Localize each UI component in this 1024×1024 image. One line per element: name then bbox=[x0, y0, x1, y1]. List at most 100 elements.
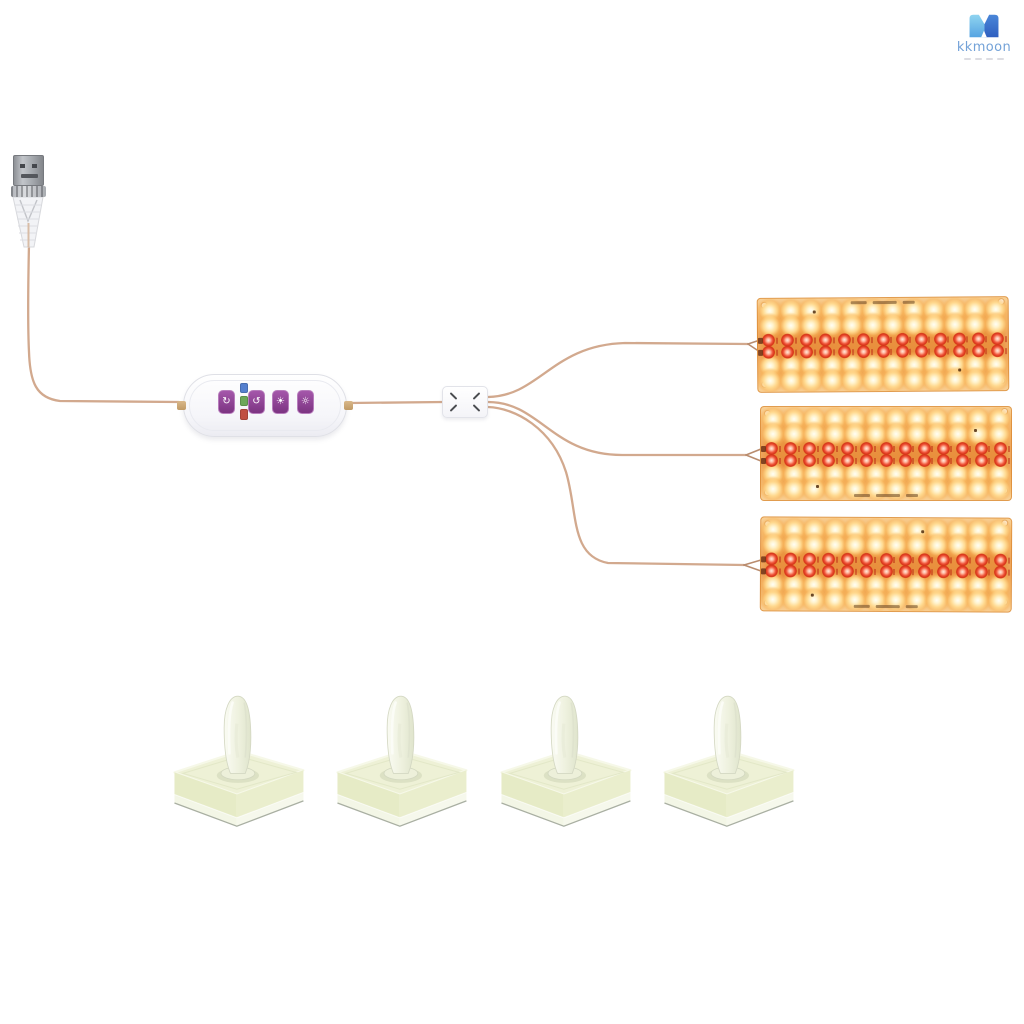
cycle-arrow-icon: ↻ bbox=[222, 396, 231, 407]
silkscreen-mark bbox=[778, 445, 781, 452]
silkscreen-mark bbox=[988, 445, 991, 452]
silkscreen-mark bbox=[912, 556, 915, 563]
red-led-light bbox=[994, 442, 1007, 456]
silkscreen-mark bbox=[816, 457, 819, 464]
silkscreen-mark bbox=[893, 457, 895, 464]
led-panel-3 bbox=[759, 516, 1013, 613]
red-led-light bbox=[765, 442, 778, 456]
silkscreen-mark bbox=[909, 348, 912, 355]
silkscreen-mark bbox=[851, 349, 854, 356]
usb-pin-hole bbox=[32, 164, 37, 168]
red-led-light bbox=[898, 454, 912, 468]
silkscreen-mark bbox=[813, 337, 816, 344]
brand-logo: kkmoon bbox=[950, 12, 1018, 60]
controller-face bbox=[189, 380, 341, 431]
silkscreen-mark bbox=[892, 568, 895, 575]
red-led-light bbox=[879, 565, 893, 579]
silkscreen-mark bbox=[775, 337, 778, 344]
solder-pad bbox=[760, 568, 766, 575]
red-led-light bbox=[917, 553, 931, 567]
led-panel-2 bbox=[760, 406, 1012, 501]
red-led-light bbox=[784, 454, 798, 468]
silkscreen-mark bbox=[870, 349, 873, 356]
red-led-light bbox=[860, 454, 874, 468]
silkscreen-mark bbox=[947, 336, 950, 343]
red-led-light bbox=[803, 552, 817, 566]
silkscreen-mark bbox=[873, 568, 876, 575]
timer-indicator-red bbox=[240, 409, 248, 420]
red-led-light bbox=[974, 442, 988, 456]
sun-bright-icon: ☀ bbox=[276, 396, 285, 407]
power-cable bbox=[27, 242, 750, 567]
red-led-light bbox=[876, 345, 890, 359]
silkscreen-mark bbox=[854, 556, 857, 563]
board-marking bbox=[853, 604, 918, 609]
silkscreen-mark bbox=[931, 557, 934, 564]
silkscreen-mark bbox=[969, 445, 972, 452]
silkscreen-mark bbox=[797, 457, 800, 464]
red-led-light bbox=[841, 454, 855, 468]
red-led-light bbox=[898, 553, 912, 567]
silkscreen-mark bbox=[928, 348, 931, 355]
red-led-light bbox=[895, 345, 909, 359]
red-led-light bbox=[876, 333, 890, 347]
silkscreen-mark bbox=[947, 348, 950, 355]
red-led-light bbox=[895, 333, 909, 347]
solder-pad bbox=[761, 457, 766, 464]
splitter-mark-icon bbox=[449, 392, 458, 400]
red-led-light bbox=[841, 442, 855, 456]
silkscreen-mark bbox=[835, 556, 838, 563]
red-led-light bbox=[993, 553, 1008, 567]
silkscreen-mark bbox=[1007, 445, 1010, 452]
silkscreen-mark bbox=[1004, 335, 1007, 342]
red-led-light bbox=[781, 333, 795, 348]
silkscreen-mark bbox=[988, 457, 991, 464]
red-led-light bbox=[764, 552, 779, 566]
red-led-light bbox=[784, 552, 798, 566]
red-led-light bbox=[971, 332, 985, 346]
red-led-light bbox=[990, 332, 1005, 346]
silkscreen-mark bbox=[893, 445, 895, 452]
splitter-box bbox=[442, 386, 488, 418]
red-led-light bbox=[879, 553, 893, 567]
silkscreen-mark bbox=[985, 348, 988, 355]
red-led-light bbox=[936, 454, 950, 468]
red-led-light bbox=[860, 553, 874, 567]
splitter-mark-icon bbox=[449, 404, 458, 412]
silkscreen-mark bbox=[985, 336, 988, 343]
silkscreen-mark bbox=[969, 557, 972, 564]
silkscreen-mark bbox=[816, 568, 819, 575]
red-led-light bbox=[974, 454, 988, 468]
silkscreen-mark bbox=[950, 445, 953, 452]
smd-component bbox=[810, 593, 814, 597]
red-led-light bbox=[955, 454, 969, 468]
silkscreen-mark bbox=[912, 457, 915, 464]
usb-connector bbox=[10, 152, 50, 248]
red-led-light bbox=[974, 553, 988, 567]
led-panel-1 bbox=[756, 296, 1010, 393]
silkscreen-mark bbox=[928, 336, 931, 343]
silkscreen-mark bbox=[832, 337, 835, 344]
silkscreen-mark bbox=[835, 457, 838, 464]
silkscreen-mark bbox=[797, 568, 800, 575]
silkscreen-mark bbox=[931, 445, 934, 452]
red-led-light bbox=[841, 553, 855, 567]
silkscreen-mark bbox=[813, 349, 816, 356]
silkscreen-mark bbox=[893, 556, 896, 563]
silkscreen-mark bbox=[794, 349, 797, 356]
red-led-light bbox=[838, 333, 852, 347]
silkscreen-mark bbox=[1007, 557, 1010, 564]
silkscreen-mark bbox=[966, 336, 969, 343]
mode-button: ↺ bbox=[248, 390, 265, 414]
silkscreen-mark bbox=[889, 336, 892, 343]
board-marking bbox=[850, 300, 915, 305]
silkscreen-mark bbox=[835, 445, 838, 452]
solder-pad bbox=[758, 349, 764, 356]
usb-contact-slot bbox=[21, 174, 38, 178]
timer-indicator-blue bbox=[240, 383, 248, 393]
solder-pad bbox=[761, 445, 766, 452]
red-led-light bbox=[860, 442, 874, 456]
silkscreen-mark bbox=[851, 337, 854, 344]
silkscreen-mark bbox=[816, 556, 819, 563]
